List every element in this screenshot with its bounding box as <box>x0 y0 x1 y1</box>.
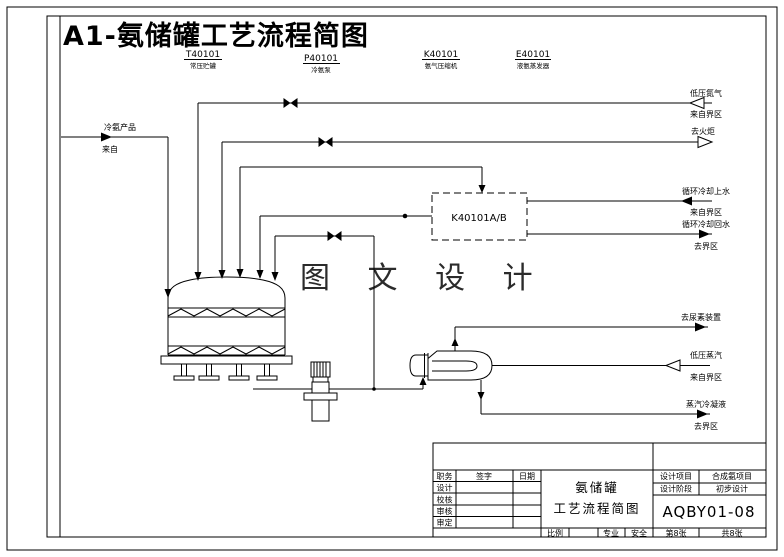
stage-label: 设计阶段 <box>660 484 692 494</box>
product-in-origin: 来自 <box>102 144 118 154</box>
stage-value: 初步设计 <box>716 484 748 494</box>
sheet-number: 第8张 <box>665 528 686 538</box>
stream-labels: 冷氨产品 来自 低压氮气 来自界区 去火炬 循环冷却上水 来自界区 循环冷却回水… <box>102 88 730 431</box>
sheet-total: 共8张 <box>721 529 742 538</box>
drawing-title-line2: 工艺流程简图 <box>553 501 640 516</box>
title-block: 职务 签字 日期 设计 校核 审核 审定 氨储罐 工艺流程简图 比例 专业 安全… <box>432 442 767 538</box>
product-in-label: 冷氨产品 <box>104 122 136 132</box>
drawing-number: AQBY01-08 <box>662 503 755 521</box>
role-header: 职务 <box>437 471 453 481</box>
cw-supply-origin: 来自界区 <box>690 207 722 217</box>
project-value: 合成氨项目 <box>712 471 752 481</box>
condensate-label: 蒸汽冷凝液 <box>686 399 726 409</box>
ammonia-vaporizer <box>409 350 493 381</box>
equipment-legend: T40101 常压贮罐 P40101 冷氨泵 K40101 氨气压缩机 E401… <box>184 50 551 74</box>
cw-return-label: 循环冷却回水 <box>682 219 730 229</box>
tank-legs <box>173 363 278 381</box>
cw-supply-label: 循环冷却上水 <box>682 186 730 196</box>
piping <box>61 96 714 419</box>
watermark-text: 图 文 设 计 <box>300 261 547 296</box>
compressor-tag: K40101 <box>424 50 459 60</box>
sign-header: 签字 <box>476 471 492 481</box>
scale-label: 比例 <box>547 528 563 538</box>
row-review: 审核 <box>437 506 453 516</box>
ammonia-pump <box>303 361 338 422</box>
lp-steam-origin: 来自界区 <box>690 372 722 382</box>
safety-label: 安全 <box>631 528 647 538</box>
pump-name: 冷氨泵 <box>311 65 331 74</box>
row-approve: 审定 <box>437 518 453 528</box>
lp-steam-label: 低压蒸汽 <box>690 350 722 360</box>
drawing-title-line1: 氨储罐 <box>575 480 619 495</box>
compressor-unit-label: K40101A/B <box>451 213 507 224</box>
vaporizer-name: 液氨蒸发器 <box>517 61 550 70</box>
n2-label: 低压氮气 <box>690 88 722 98</box>
storage-tank <box>160 276 293 381</box>
tank-tag: T40101 <box>185 50 220 60</box>
row-check: 校核 <box>437 495 453 505</box>
vaporizer-tag: E40101 <box>516 50 550 60</box>
page-title: A1-氨储罐工艺流程简图 <box>63 20 369 52</box>
tank-name: 常压贮罐 <box>190 61 217 70</box>
date-header: 日期 <box>519 472 535 481</box>
to-urea-label: 去尿素装置 <box>681 312 721 322</box>
compressor-unit: K40101A/B <box>431 192 528 241</box>
discipline-label: 专业 <box>603 528 619 538</box>
cw-return-dest: 去界区 <box>694 241 718 251</box>
sheet-frame <box>6 6 778 551</box>
condensate-dest: 去界区 <box>694 421 718 431</box>
pump-tag: P40101 <box>304 54 338 64</box>
project-label: 设计项目 <box>660 471 692 481</box>
row-design: 设计 <box>437 483 453 493</box>
flare-label: 去火炬 <box>691 126 715 136</box>
compressor-name: 氨气压缩机 <box>425 61 458 70</box>
n2-origin: 来自界区 <box>690 109 722 119</box>
